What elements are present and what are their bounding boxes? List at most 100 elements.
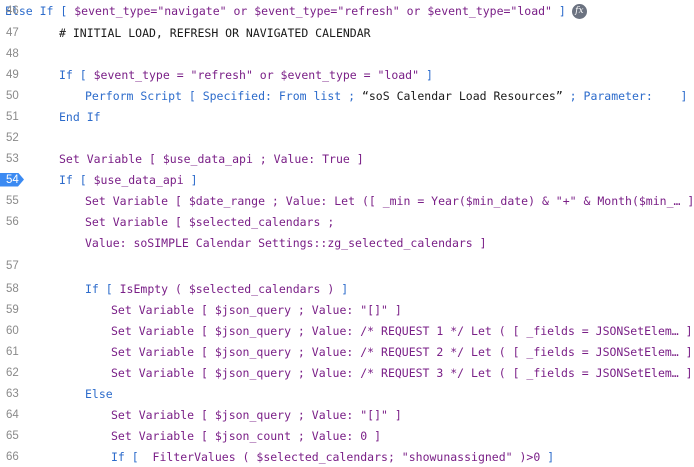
line-number: 52 (6, 131, 19, 144)
script-step-row[interactable]: 52 (0, 127, 677, 148)
line-number: 55 (6, 194, 19, 207)
line-number-gutter[interactable]: 64 (0, 404, 40, 425)
script-token: ] (419, 67, 433, 82)
line-number: 48 (6, 47, 19, 60)
line-number-gutter[interactable]: 52 (0, 127, 40, 148)
line-number: 49 (6, 68, 19, 81)
script-step-text: If [ $use_data_api ] (40, 173, 677, 187)
script-step-row[interactable]: 57 (0, 253, 677, 278)
line-number: 58 (6, 282, 19, 295)
script-token: Value: soSIMPLE Calendar Settings::zg_se… (85, 235, 487, 250)
line-number: 54 (6, 173, 19, 186)
script-step-text: # INITIAL LOAD, REFRESH OR NAVIGATED CAL… (40, 26, 677, 40)
line-number-gutter[interactable]: 61 (0, 341, 40, 362)
line-number: 56 (6, 215, 19, 228)
script-step-row[interactable]: 62 Set Variable [ $json_query ; Value: /*… (0, 362, 693, 383)
line-number-gutter[interactable]: 47 (0, 22, 40, 43)
script-step-row[interactable]: 49 If [ $event_type = "refresh" or $event… (0, 64, 677, 85)
line-number-gutter[interactable]: 53 (0, 148, 40, 169)
script-step-row[interactable]: 65 Set Variable [ $json_count ; Value: 0 … (0, 425, 677, 446)
line-number-gutter[interactable]: 49 (0, 64, 40, 85)
line-number: 66 (6, 450, 19, 463)
line-number-gutter[interactable]: 54 (0, 169, 40, 190)
line-number-gutter[interactable] (0, 232, 40, 253)
line-number: 61 (6, 345, 19, 358)
script-step-row[interactable]: 64 Set Variable [ $json_query ; Value: "[… (0, 404, 677, 425)
script-token: IsEmpty ( $selected_calendars ) (119, 281, 335, 296)
script-token: “soS Calendar Load Resources” (361, 88, 563, 103)
script-token: ] (183, 172, 198, 187)
line-number-gutter[interactable]: 60 (0, 320, 40, 341)
script-token: ] (540, 449, 555, 464)
script-step-text: Else If [ $event_type="navigate" or $eve… (5, 3, 677, 19)
script-token: $use_data_api (162, 151, 253, 166)
line-number-gutter[interactable]: 66 (0, 446, 40, 467)
line-number-gutter[interactable]: 50 (0, 85, 40, 106)
line-number: 57 (6, 259, 19, 272)
line-number: 63 (6, 387, 19, 400)
script-step-row[interactable]: 56 Set Variable [ $selected_calendars ; (0, 211, 677, 232)
line-number-gutter[interactable]: 48 (0, 43, 40, 64)
line-number-gutter[interactable]: 56 (0, 211, 40, 232)
line-number-gutter[interactable]: 55 (0, 190, 40, 211)
script-step-text: End If (40, 110, 677, 124)
script-token: Set Variable [ $json_query ; Value: /* R… (111, 323, 693, 338)
line-number-gutter[interactable]: 62 (0, 362, 40, 383)
line-number-gutter[interactable]: 57 (0, 253, 40, 278)
script-token: If [ (59, 172, 94, 187)
line-number-gutter[interactable]: 59 (0, 299, 40, 320)
script-step-row[interactable]: 60 Set Variable [ $json_query ; Value: /*… (0, 320, 693, 341)
line-number: 59 (6, 303, 19, 316)
script-step-text: Set Variable [ $date_range ; Value: Let … (40, 194, 694, 208)
script-step-row[interactable]: 61 Set Variable [ $json_query ; Value: /*… (0, 341, 693, 362)
line-number-gutter[interactable]: 65 (0, 425, 40, 446)
line-number: 46 (6, 5, 19, 17)
script-step-text: Value: soSIMPLE Calendar Settings::zg_se… (40, 236, 677, 250)
script-token: ] (334, 281, 349, 296)
line-number: 65 (6, 429, 19, 442)
line-number: 64 (6, 408, 19, 421)
script-token: $event_type = "refresh" or $event_type =… (93, 67, 420, 82)
breakpoint-marker[interactable] (0, 172, 24, 187)
script-step-row[interactable]: Value: soSIMPLE Calendar Settings::zg_se… (0, 232, 677, 253)
script-token: Perform Script [ Specified: From list ; (85, 88, 362, 103)
script-step-row[interactable]: 54 If [ $use_data_api ] (0, 169, 677, 190)
script-token: ; Value: True ] (252, 151, 364, 166)
script-token: Set Variable [ $json_query ; Value: "[]"… (111, 407, 402, 422)
script-step-text: Perform Script [ Specified: From list ; … (40, 89, 687, 103)
script-token: # INITIAL LOAD, REFRESH OR NAVIGATED CAL… (59, 25, 371, 40)
line-number-gutter[interactable]: 46 (0, 0, 40, 22)
script-step-text: If [ $event_type = "refresh" or $event_t… (40, 68, 677, 82)
line-number-gutter[interactable]: 58 (0, 278, 40, 299)
script-step-text: Set Variable [ $json_query ; Value: "[]"… (40, 408, 677, 422)
line-number-gutter[interactable]: 51 (0, 106, 40, 127)
script-token: Set Variable [ $json_query ; Value: /* R… (111, 344, 693, 359)
script-token: Set Variable [ (59, 151, 163, 166)
script-token: If [ (59, 67, 94, 82)
script-step-text: Set Variable [ $json_query ; Value: /* R… (40, 366, 693, 380)
script-token: End If (59, 109, 101, 124)
script-token: Set Variable [ $selected_calendars ; (85, 214, 335, 229)
line-number: 51 (6, 110, 19, 123)
script-step-row[interactable]: 51 End If (0, 106, 677, 127)
script-step-row[interactable]: 48 (0, 43, 677, 64)
script-step-text: Set Variable [ $json_query ; Value: /* R… (40, 324, 693, 338)
script-token: $event_type="navigate" or $event_type="r… (74, 3, 552, 18)
script-step-text: Set Variable [ $use_data_api ; Value: Tr… (40, 152, 677, 166)
script-token: FilterValues ( $selected_calendars; "sho… (145, 449, 541, 464)
script-step-row[interactable]: 47 # INITIAL LOAD, REFRESH OR NAVIGATED C… (0, 22, 677, 43)
script-token: Set Variable [ $json_count ; Value: 0 ] (111, 428, 382, 443)
function-fx-icon[interactable]: fx (571, 3, 587, 19)
script-step-text: Set Variable [ $json_query ; Value: "[]"… (40, 303, 677, 317)
script-step-row[interactable]: 59 Set Variable [ $json_query ; Value: "[… (0, 299, 677, 320)
line-number: 62 (6, 366, 19, 379)
line-number-gutter[interactable]: 63 (0, 383, 40, 404)
script-step-row[interactable]: 55 Set Variable [ $date_range ; Value: Le… (0, 190, 694, 211)
